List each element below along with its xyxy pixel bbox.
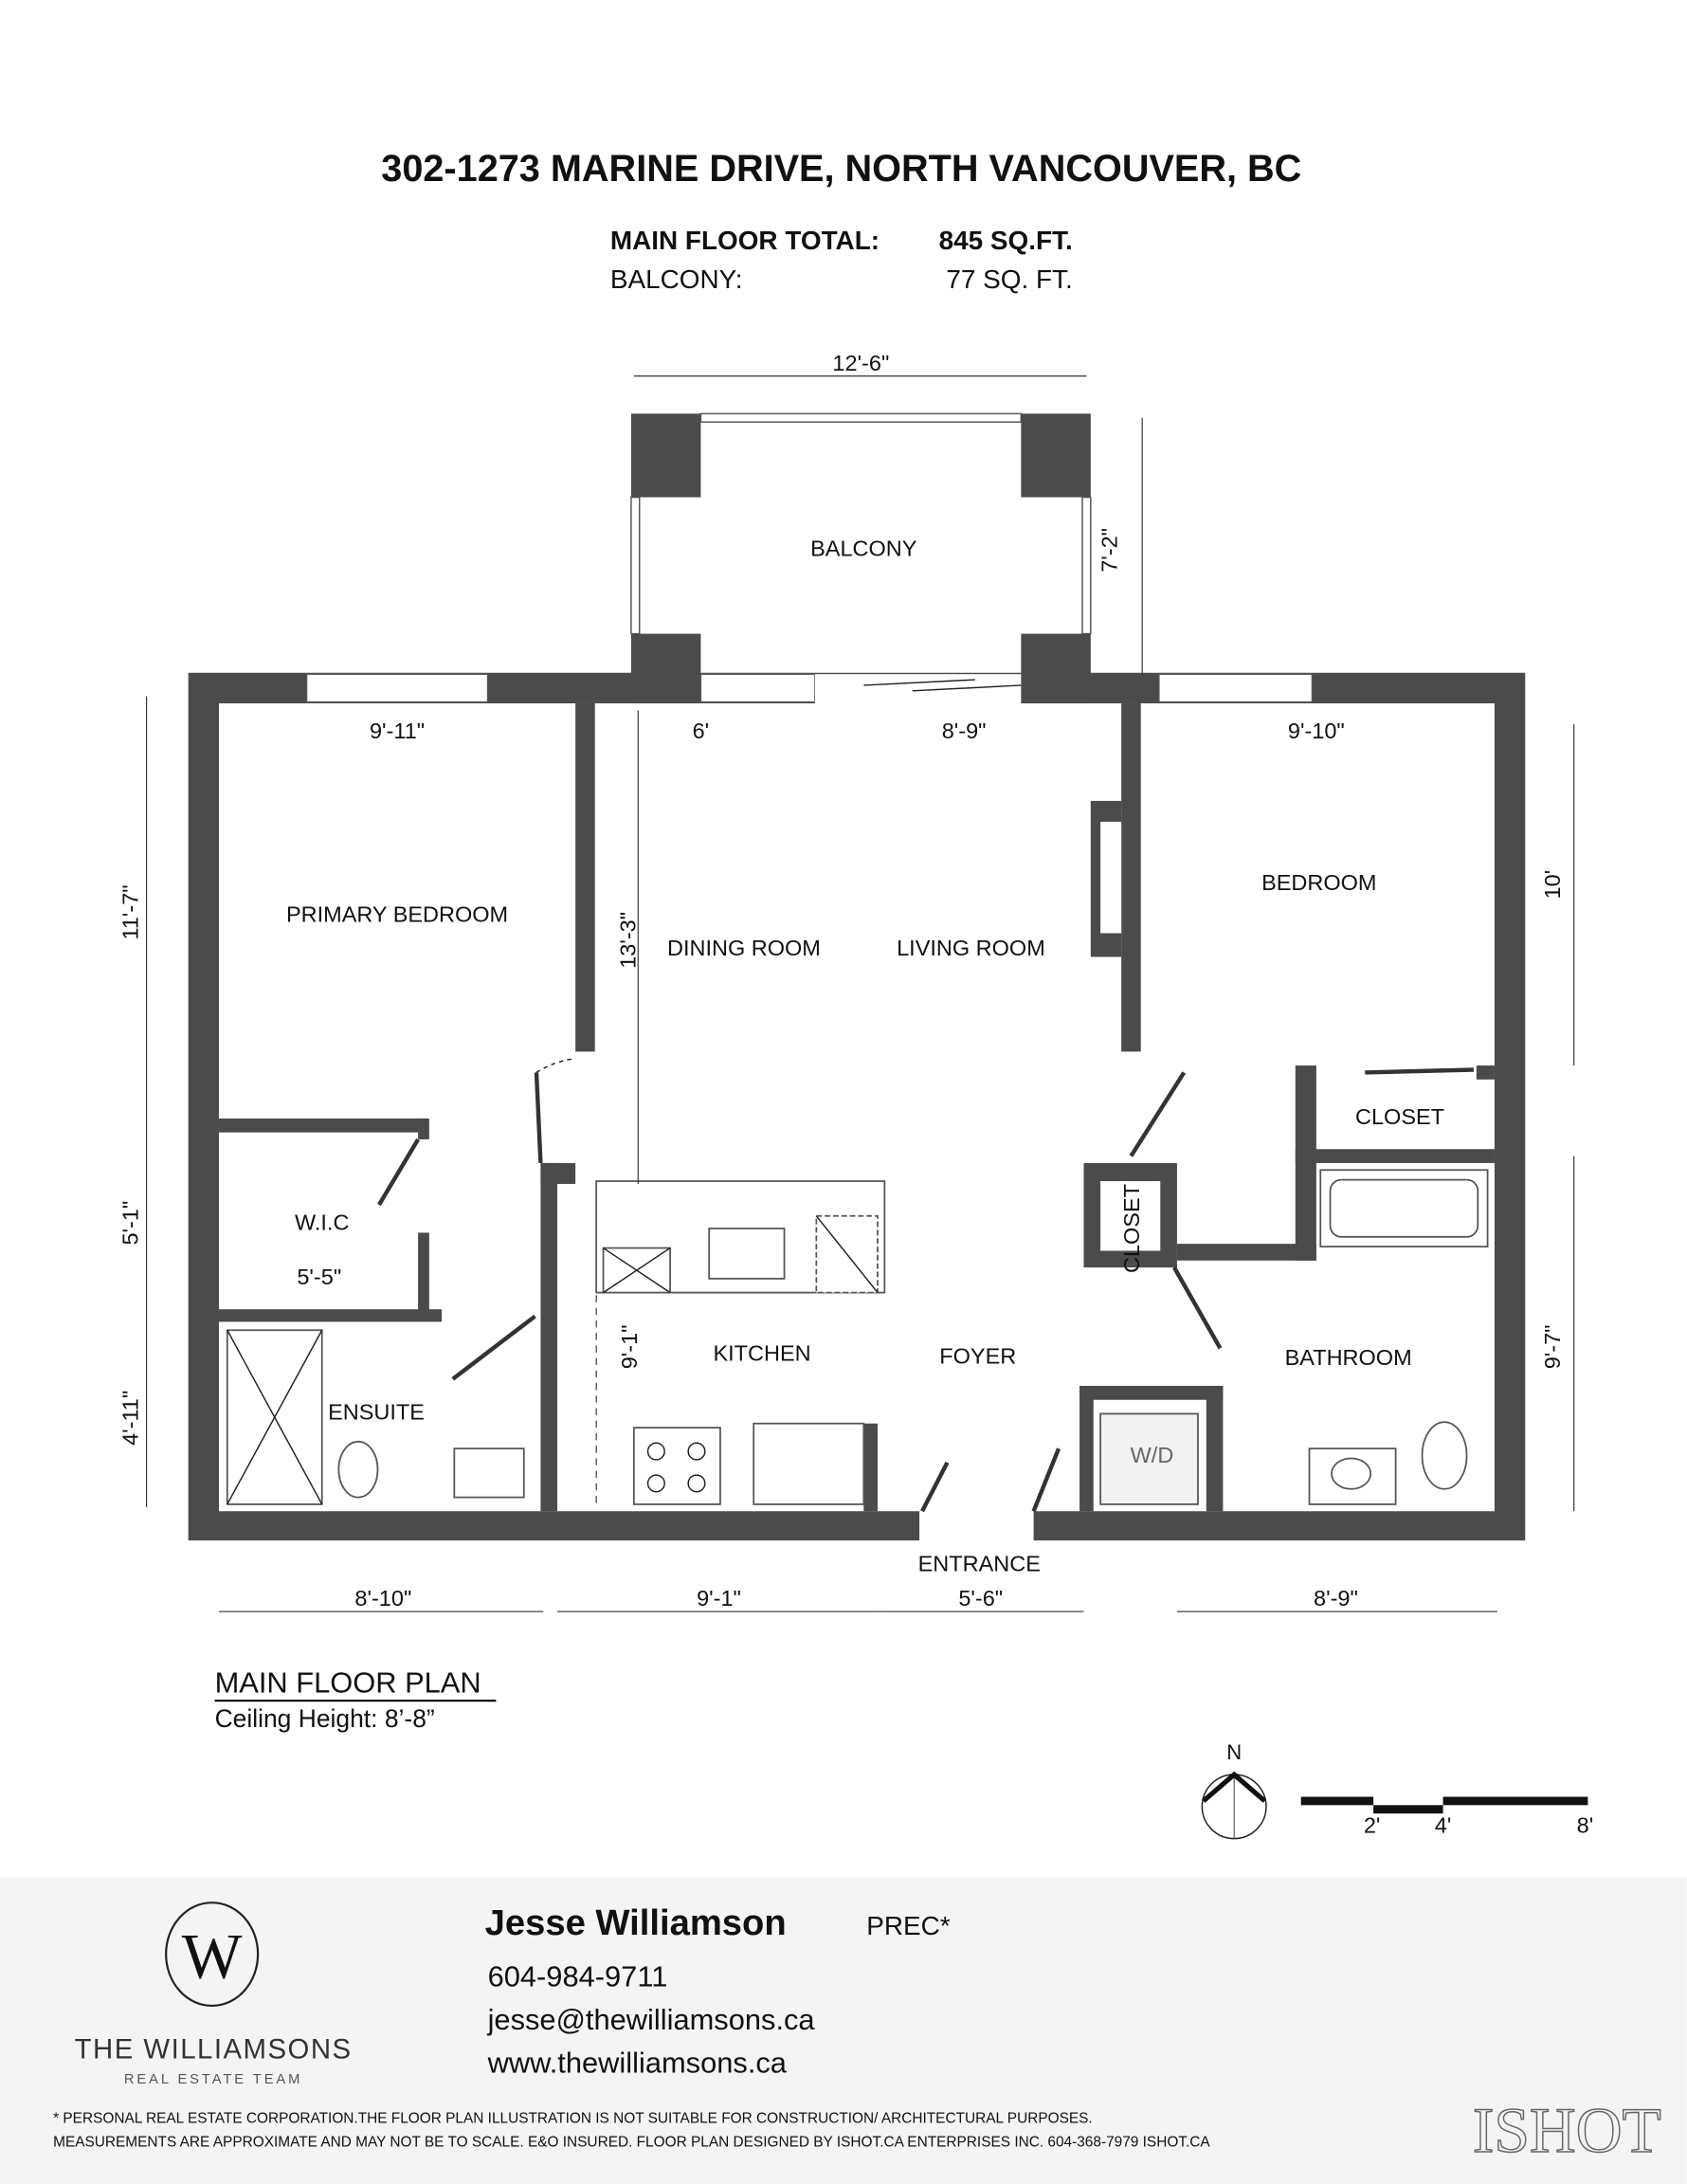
dim-kitchen-depth: 9'-1" bbox=[617, 1324, 642, 1369]
kitchen-counter bbox=[595, 1180, 886, 1505]
agent-designation: PREC* bbox=[866, 1911, 951, 1940]
room-living: LIVING ROOM bbox=[897, 936, 1045, 960]
dim-living-depth: 13'-3" bbox=[615, 912, 640, 969]
room-hall-closet: CLOSET bbox=[1119, 1184, 1144, 1273]
bathroom-fixtures bbox=[1099, 1169, 1489, 1505]
ishot-logo: ISHOT bbox=[1473, 2095, 1661, 2166]
balcony-area-value: 77 SQ. FT. bbox=[946, 264, 1072, 294]
disclaimer-line-2: MEASUREMENTS ARE APPROXIMATE AND MAY NOT… bbox=[53, 2134, 1210, 2150]
agent-phone: 604-984-9711 bbox=[488, 1959, 668, 1993]
main-floor-label: MAIN FLOOR TOTAL: bbox=[610, 226, 880, 255]
doors bbox=[377, 1058, 1474, 1513]
dim-bottom-entrance: 5'-6" bbox=[958, 1586, 1003, 1611]
williamsons-logo: W THE WILLIAMSONS REAL ESTATE TEAM bbox=[75, 1902, 353, 2087]
interior-walls bbox=[218, 703, 1495, 1512]
dim-balcony-width: 12'-6" bbox=[832, 351, 889, 375]
brand-subtitle: REAL ESTATE TEAM bbox=[124, 2072, 302, 2087]
dim-primary-width: 9'-11" bbox=[370, 719, 425, 743]
floor-plan: BALCONY PRIMARY BEDROOM DINING ROOM LIVI… bbox=[118, 351, 1575, 1612]
room-dining: DINING ROOM bbox=[667, 936, 821, 960]
room-foyer: FOYER bbox=[939, 1344, 1016, 1369]
dim-wic-width: 5'-5" bbox=[297, 1265, 341, 1289]
brand-name: THE WILLIAMSONS bbox=[75, 2034, 353, 2066]
room-bedroom: BEDROOM bbox=[1261, 870, 1376, 895]
agent-email[interactable]: jesse@thewilliamsons.ca bbox=[487, 2003, 816, 2036]
scale-tick-2: 2' bbox=[1364, 1813, 1381, 1838]
dimension-lines bbox=[145, 375, 1575, 1612]
dim-bottom-ensuite: 8'-10" bbox=[354, 1586, 411, 1611]
windows bbox=[305, 673, 1314, 704]
dim-wic-depth: 5'-1" bbox=[118, 1201, 143, 1246]
scale-tick-8: 8' bbox=[1577, 1813, 1594, 1838]
room-primary-bedroom: PRIMARY BEDROOM bbox=[286, 902, 508, 927]
room-wd: W/D bbox=[1131, 1443, 1174, 1467]
north-compass: N bbox=[1201, 1740, 1267, 1840]
balcony-area-label: BALCONY: bbox=[610, 264, 743, 294]
room-bedroom-closet: CLOSET bbox=[1355, 1104, 1444, 1129]
ensuite-fixtures bbox=[226, 1329, 525, 1505]
footer-background bbox=[0, 1877, 1687, 2184]
room-ensuite: ENSUITE bbox=[328, 1399, 425, 1424]
dim-living-width: 8'-9" bbox=[942, 719, 987, 743]
dim-primary-depth: 11'-7" bbox=[118, 884, 143, 939]
dim-dining-width: 6' bbox=[693, 719, 710, 743]
north-arrow-icon bbox=[1202, 1771, 1267, 1803]
scale-tick-4: 4' bbox=[1435, 1813, 1452, 1838]
disclaimer-line-1: * PERSONAL REAL ESTATE CORPORATION.THE F… bbox=[53, 2110, 1093, 2126]
dim-bathroom-depth: 9'-7" bbox=[1540, 1324, 1565, 1369]
ceiling-height: Ceiling Height: 8’-8” bbox=[215, 1704, 435, 1733]
room-wic: W.I.C bbox=[295, 1210, 349, 1234]
dim-ensuite-depth: 4'-11" bbox=[118, 1391, 143, 1446]
dim-balcony-depth: 7'-2" bbox=[1097, 528, 1122, 573]
property-address: 302-1273 MARINE DRIVE, NORTH VANCOUVER, … bbox=[381, 148, 1301, 190]
scale-bar: 2' 4' 8' bbox=[1300, 1796, 1594, 1838]
room-kitchen: KITCHEN bbox=[713, 1341, 810, 1366]
room-bathroom: BATHROOM bbox=[1285, 1345, 1412, 1370]
dim-bedroom-width: 9'-10" bbox=[1288, 719, 1345, 743]
dim-bottom-bathroom: 8'-9" bbox=[1314, 1586, 1358, 1611]
agent-website[interactable]: www.thewilliamsons.ca bbox=[487, 2046, 788, 2079]
main-floor-value: 845 SQ.FT. bbox=[939, 226, 1073, 255]
agent-name: Jesse Williamson bbox=[485, 1902, 787, 1943]
entrance-opening bbox=[919, 1509, 1034, 1544]
logo-letter: W bbox=[182, 1921, 243, 1993]
plan-title: MAIN FLOOR PLAN bbox=[215, 1665, 481, 1699]
room-balcony: BALCONY bbox=[810, 536, 917, 560]
dim-bottom-kitchen: 9'-1" bbox=[697, 1586, 741, 1611]
room-entrance: ENTRANCE bbox=[918, 1551, 1041, 1575]
compass-label: N bbox=[1226, 1740, 1242, 1764]
dim-bedroom-depth: 10' bbox=[1540, 870, 1565, 900]
